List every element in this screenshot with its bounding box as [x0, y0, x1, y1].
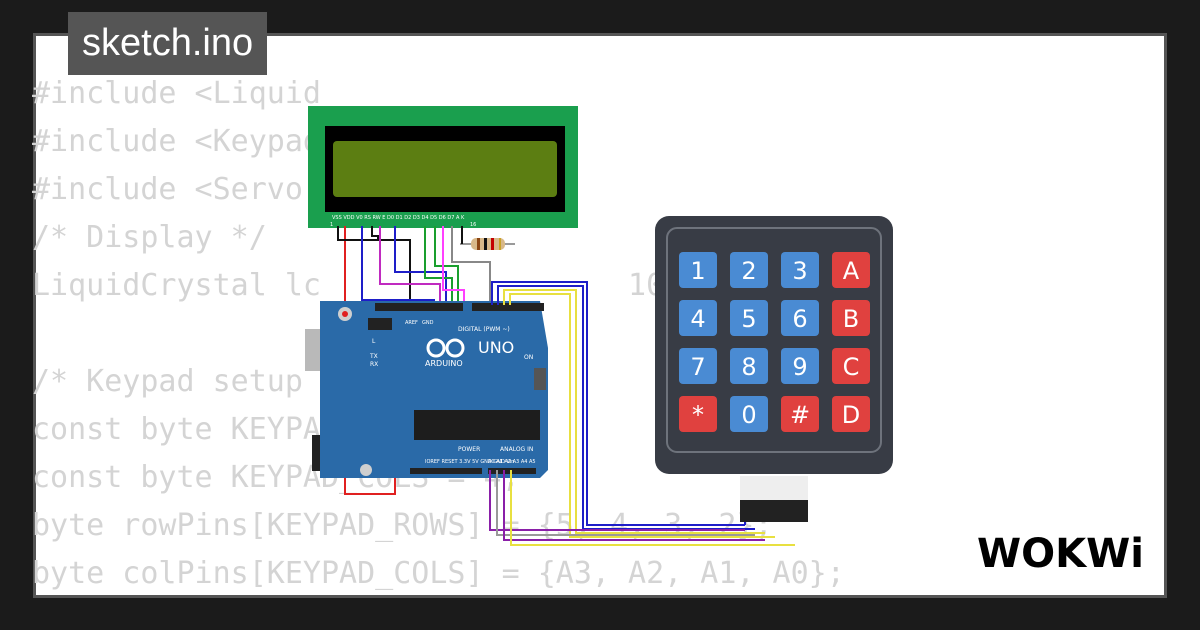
keypad-key[interactable]: 8: [730, 348, 768, 384]
keypad-4x4[interactable]: 1 2 3 A 4 5 6 B 7 8 9 C * 0 # D: [655, 216, 893, 522]
keypad-key-label: 3: [792, 257, 807, 285]
keypad-key[interactable]: C: [832, 348, 870, 384]
keypad-key[interactable]: 0: [730, 396, 768, 432]
lcd-display[interactable]: VSS VDD V0 RS RW E D0 D1 D2 D3 D4 D5 D6 …: [308, 106, 578, 228]
keypad-key-cap[interactable]: [832, 300, 870, 336]
keypad-key-label: 6: [792, 305, 807, 333]
keypad-key-label: A: [843, 257, 860, 285]
keypad-key-cap[interactable]: [679, 348, 717, 384]
keypad-key[interactable]: B: [832, 300, 870, 336]
analog-label: ANALOG IN: [500, 446, 533, 453]
wires: [337, 226, 491, 495]
digital-header-right: [472, 303, 544, 311]
uno-label: UNO: [478, 338, 514, 357]
keypad-key-cap[interactable]: [781, 252, 819, 288]
keypad-key-cap[interactable]: [781, 348, 819, 384]
keypad-key[interactable]: 2: [730, 252, 768, 288]
keypad-key-cap[interactable]: [832, 348, 870, 384]
on-label: ON: [524, 354, 533, 361]
digital-header-left: [375, 303, 463, 311]
wokwi-logo: WOKWi: [977, 531, 1144, 577]
keypad-key-label: 9: [792, 353, 807, 381]
keypad-key-cap[interactable]: [832, 252, 870, 288]
keypad-key[interactable]: 5: [730, 300, 768, 336]
keypad-key-label: D: [842, 401, 860, 429]
code-line: #include <Keypad: [32, 124, 321, 159]
keypad-key-label: C: [843, 353, 860, 381]
arduino-brand: ARDUINO: [425, 359, 463, 368]
lcd-pin16-label: 16: [470, 222, 476, 228]
keypad-key-label: 4: [690, 305, 705, 333]
keypad-key-label: *: [692, 401, 704, 429]
gnd-label: GND: [422, 320, 434, 326]
keypad-key-cap[interactable]: [781, 396, 819, 432]
keypad-key-cap[interactable]: [679, 252, 717, 288]
keypad-key[interactable]: 3: [781, 252, 819, 288]
arduino-infinity-logo: [426, 338, 465, 358]
keypad-key-cap[interactable]: [730, 396, 768, 432]
rx-label: RX: [370, 361, 378, 368]
resistor[interactable]: [460, 238, 515, 250]
digital-label: DIGITAL (PWM ~): [458, 326, 510, 333]
keypad-key-label: 0: [741, 401, 756, 429]
keypad-key-cap[interactable]: [730, 300, 768, 336]
keypad-key-cap[interactable]: [679, 396, 717, 432]
keypad-key-cap[interactable]: [781, 300, 819, 336]
keypad-key-label: 2: [741, 257, 756, 285]
microcontroller-chip: [414, 410, 540, 440]
keypad-key-label: 1: [690, 257, 705, 285]
keypad-key[interactable]: A: [832, 252, 870, 288]
power-label: POWER: [458, 446, 480, 453]
keypad-key-label: 8: [741, 353, 756, 381]
wokwi-logo-text: WOKWi: [977, 531, 1144, 577]
power-header: [410, 468, 482, 474]
code-line: /* Display */: [32, 220, 267, 255]
keypad-key[interactable]: #: [781, 396, 819, 432]
keypad-key-label: 5: [741, 305, 756, 333]
keypad-key-cap[interactable]: [679, 300, 717, 336]
keypad-key-label: 7: [690, 353, 705, 381]
keypad-key-cap[interactable]: [730, 252, 768, 288]
keypad-wires: [489, 281, 795, 546]
keypad-key-label: #: [790, 401, 810, 429]
keypad-key[interactable]: 4: [679, 300, 717, 336]
code-line: #include <Liquid: [32, 76, 321, 111]
lcd-screen: [333, 141, 557, 197]
code-line: #include <Servo: [32, 172, 303, 207]
tx-label: TX: [369, 353, 378, 360]
analog-pins-label: A0 A1 A2 A3 A4 A5: [488, 459, 536, 465]
keypad-key[interactable]: *: [679, 396, 717, 432]
lcd-pin-labels: VSS VDD V0 RS RW E D0 D1 D2 D3 D4 D5 D6 …: [332, 215, 465, 221]
sketch-title: sketch.ino: [68, 12, 268, 75]
keypad-key[interactable]: 6: [781, 300, 819, 336]
keypad-key-cap[interactable]: [730, 348, 768, 384]
keypad-key-label: B: [843, 305, 859, 333]
preview-card: [33, 33, 1167, 598]
keypad-key[interactable]: 7: [679, 348, 717, 384]
keypad-key[interactable]: D: [832, 396, 870, 432]
power-pins-label: IOREF RESET 3.3V 5V GND GND Vin: [425, 459, 514, 465]
lcd-pin1-label: 1: [330, 222, 333, 228]
keypad-key[interactable]: 9: [781, 348, 819, 384]
code-line: byte colPins[KEYPAD_COLS] = {A3, A2, A1,…: [32, 556, 845, 591]
aref-label: AREF: [405, 320, 418, 326]
arduino-uno[interactable]: AREF GND DIGITAL (PWM ~) L TX RX UNO ARD…: [305, 301, 548, 478]
keypad-key[interactable]: 1: [679, 252, 717, 288]
code-line: /* Keypad setup: [32, 364, 303, 399]
keypad-connector: [740, 500, 808, 522]
keypad-key-cap[interactable]: [832, 396, 870, 432]
l-led-label: L: [372, 338, 376, 345]
